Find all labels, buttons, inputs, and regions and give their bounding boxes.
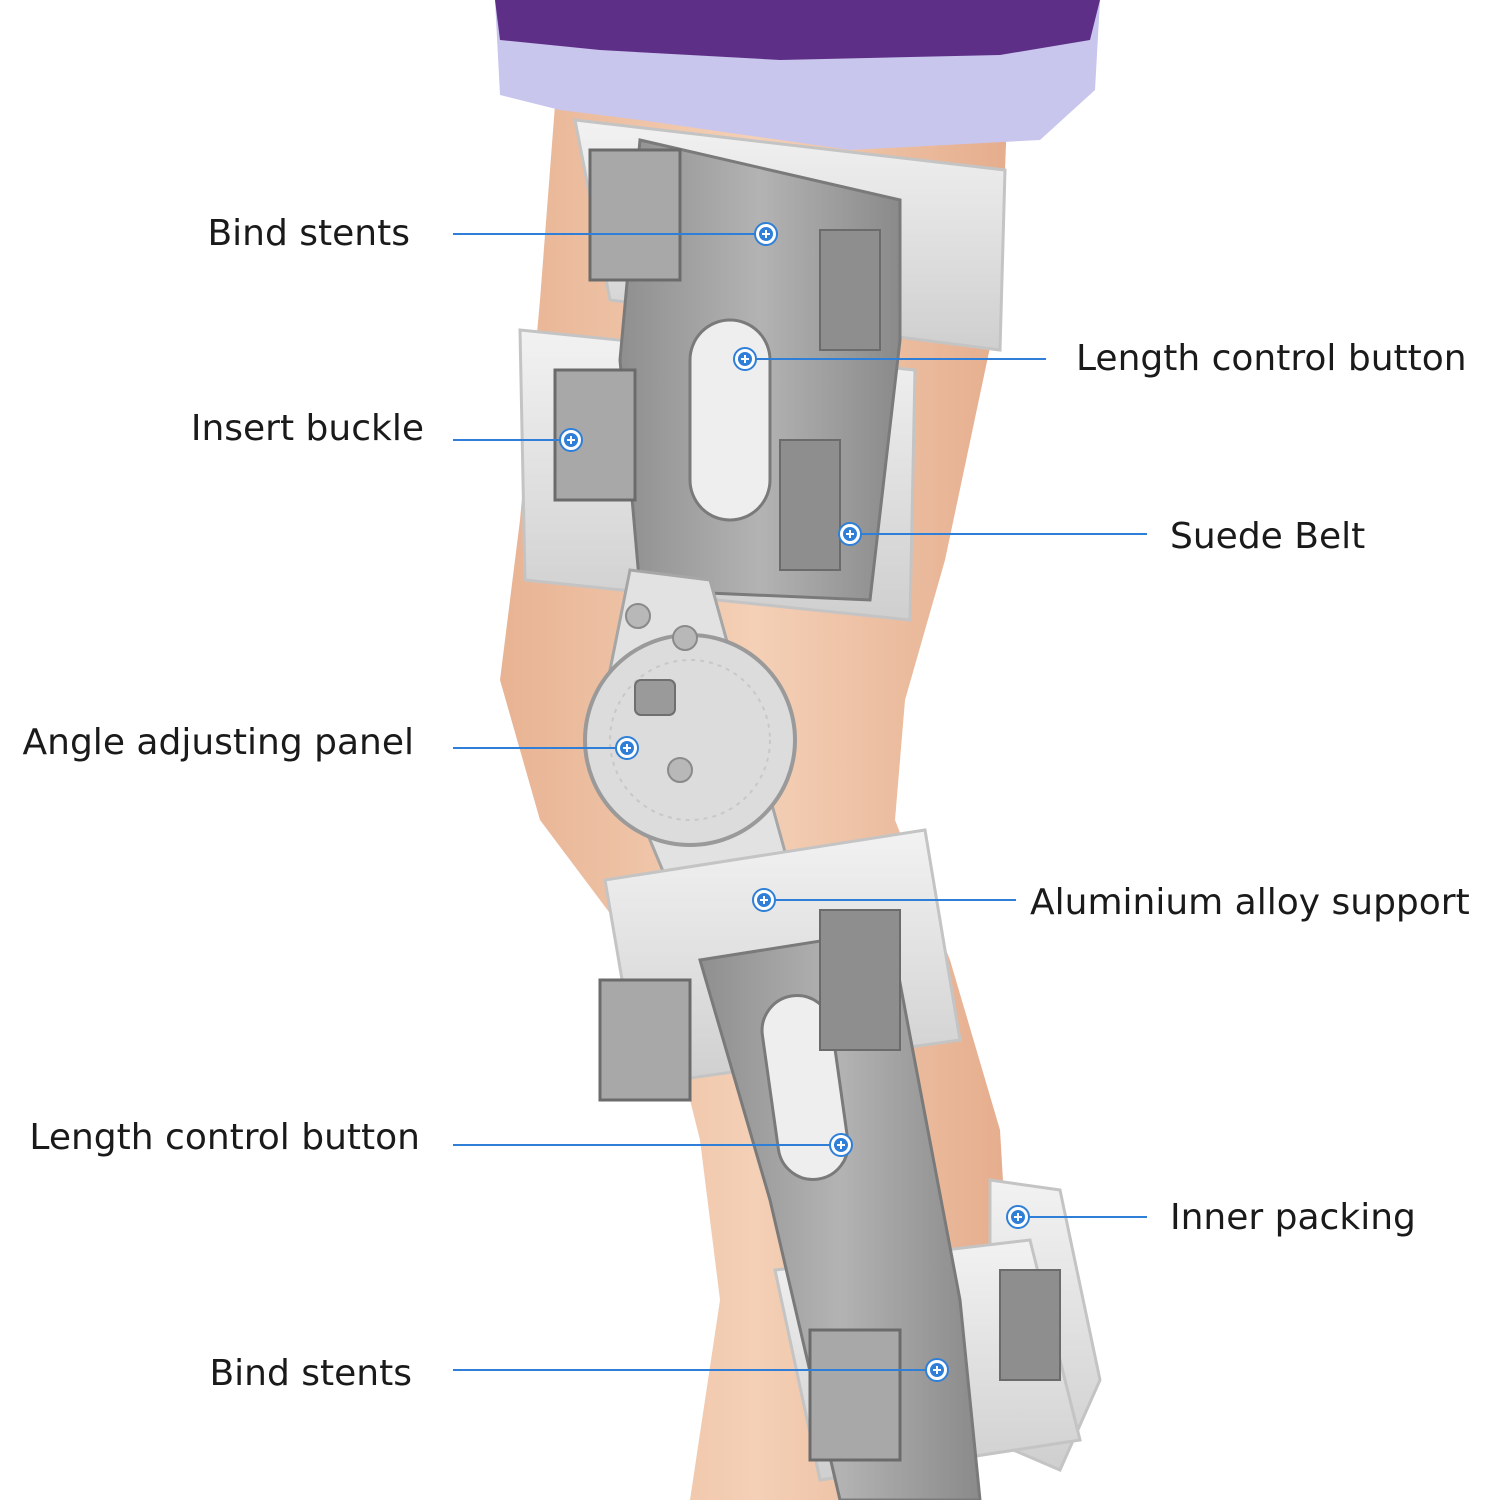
label-aluminium-alloy-support: Aluminium alloy support [1030, 882, 1470, 923]
label-inner-packing: Inner packing [1170, 1197, 1416, 1238]
plus-marker-icon [733, 347, 757, 371]
label-length-control-button-top: Length control button [1076, 338, 1467, 379]
plus-marker-icon [838, 522, 862, 546]
label-bind-stents-bottom: Bind stents [209, 1353, 412, 1394]
plus-marker-icon [1006, 1205, 1030, 1229]
label-suede-belt: Suede Belt [1170, 516, 1366, 557]
plus-marker-icon [925, 1358, 949, 1382]
label-bind-stents-top: Bind stents [207, 213, 410, 254]
lower-frame [598, 909, 1061, 1500]
callout-leader-lines [453, 222, 1147, 1382]
upper-frame [553, 138, 902, 602]
plus-marker-icon [615, 736, 639, 760]
plus-marker-icon [752, 888, 776, 912]
shorts [495, 0, 1100, 150]
plus-marker-icon [754, 222, 778, 246]
plus-marker-icon [559, 428, 583, 452]
label-length-control-button-bottom: Length control button [29, 1117, 420, 1158]
label-insert-buckle: Insert buckle [190, 408, 424, 449]
label-angle-adjusting-panel: Angle adjusting panel [22, 722, 414, 763]
plus-marker-icon [829, 1133, 853, 1157]
